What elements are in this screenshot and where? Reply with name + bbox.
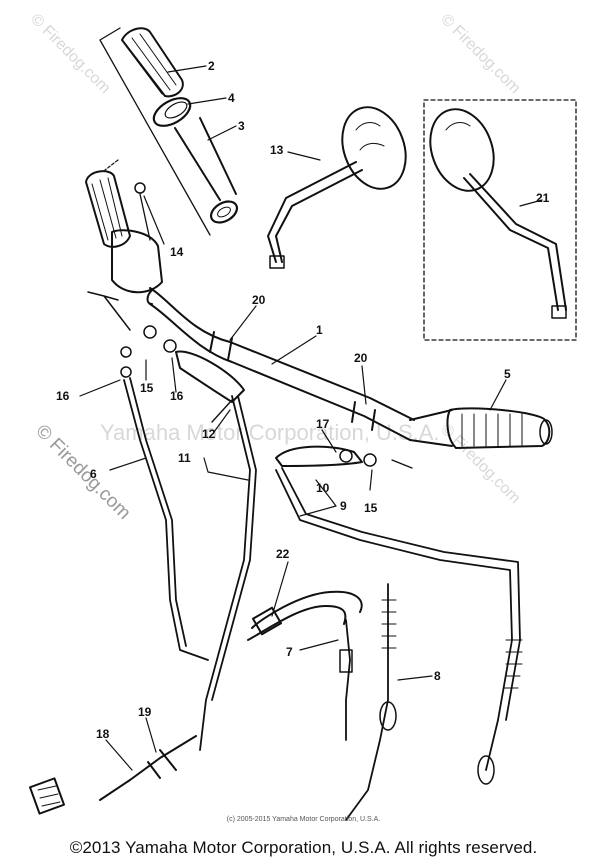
- callout-16-left: 16: [170, 389, 184, 403]
- callout-4: 4: [228, 91, 235, 105]
- watermark-top-right: © Firedog.com: [437, 11, 523, 97]
- callout-5: 5: [504, 367, 511, 381]
- copyright-notice: ©2013 Yamaha Motor Corporation, U.S.A. A…: [69, 838, 538, 857]
- handlebar: [146, 287, 415, 441]
- clutch-lever: [143, 325, 245, 423]
- callout-20-left: 20: [252, 293, 266, 307]
- callout-15-left: 15: [140, 381, 154, 395]
- mirror-right-option: [423, 99, 577, 341]
- callout-11: 11: [178, 451, 191, 465]
- grip-assembly-exploded: [99, 27, 239, 236]
- callout-17: 16: [56, 389, 70, 403]
- callout-13: 13: [270, 143, 284, 157]
- right-grip: [409, 407, 553, 449]
- callout-16-right: 17: [316, 417, 330, 431]
- callout-18: 19: [138, 705, 152, 719]
- callout-6: 6: [90, 467, 97, 481]
- brake-lever: [275, 445, 413, 469]
- callout-7: 7: [286, 645, 293, 659]
- callout-20-right: 20: [354, 351, 368, 365]
- callout-9: 9: [340, 499, 347, 513]
- callout-15-right: 15: [364, 501, 378, 515]
- callout-8: 8: [434, 669, 441, 683]
- diagram-credit: (c) 2005-2015 Yamaha Motor Corporation, …: [226, 816, 381, 823]
- callout-12: 12: [202, 427, 216, 441]
- callout-14: 14: [170, 245, 184, 259]
- mirror-left: [267, 106, 407, 269]
- callout-19: 18: [96, 727, 110, 741]
- grip-ring: [152, 97, 192, 127]
- throttle-tube: [174, 117, 239, 224]
- callout-leaders: [79, 65, 543, 771]
- callout-21: 21: [536, 191, 550, 205]
- watermark-right-mid: © Firedog.com: [437, 421, 523, 507]
- callout-2: 2: [208, 59, 215, 73]
- watermark-top-left: © Firedog.com: [27, 11, 113, 97]
- callout-labels: 2 4 3 14 13 21 20 1 20 5 16 15 16 12 11 …: [56, 59, 550, 741]
- callout-22: 22: [276, 547, 290, 561]
- handlebar-grip: [121, 27, 184, 98]
- callout-10: 10: [316, 481, 330, 495]
- callout-3: 3: [238, 119, 245, 133]
- callout-1: 1: [316, 323, 323, 337]
- left-grip-and-switch: [85, 170, 163, 331]
- watermark-center: Yamaha Motor Corporation, U.S.A.: [100, 420, 440, 445]
